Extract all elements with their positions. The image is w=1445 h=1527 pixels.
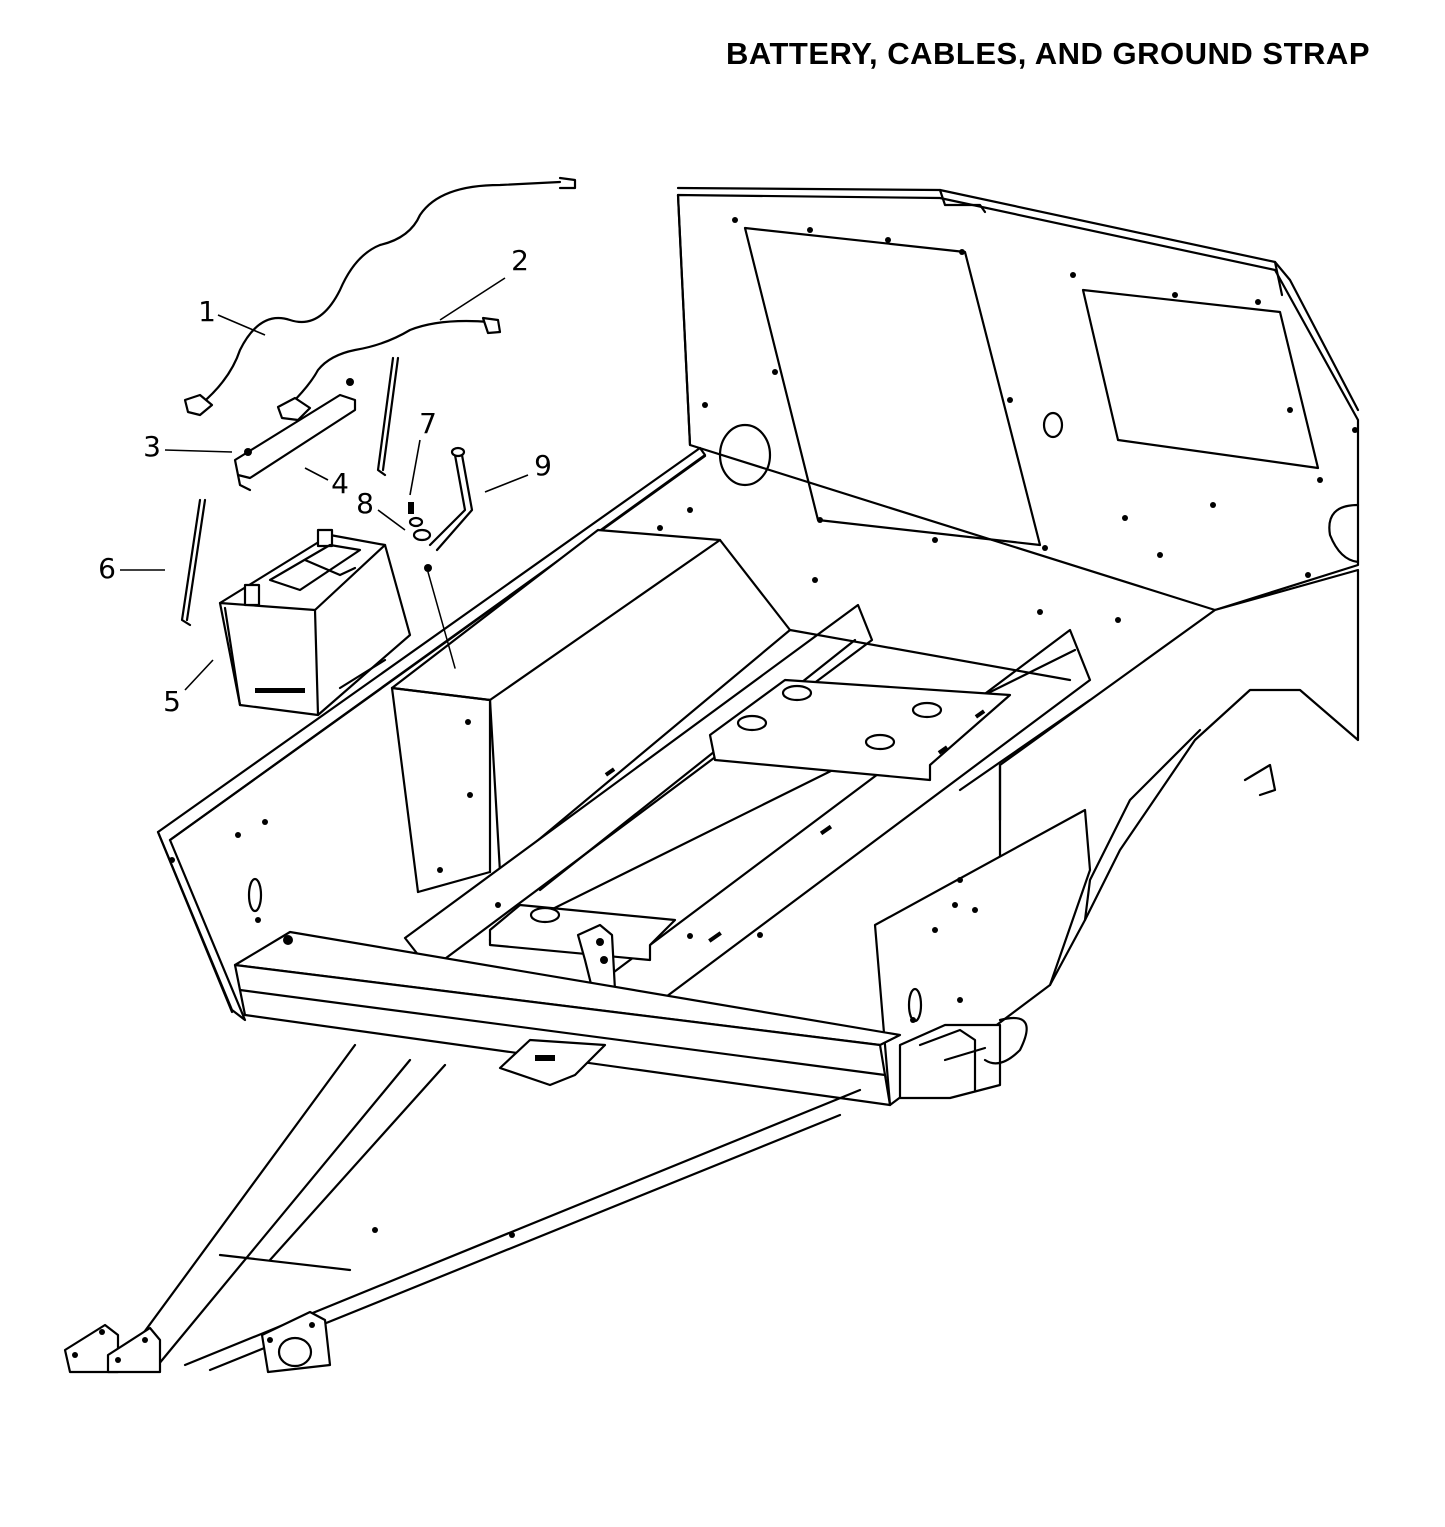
frame-rails xyxy=(403,603,1092,1037)
svg-text:2: 2 xyxy=(511,244,529,277)
battery xyxy=(218,528,412,717)
callout-7: 7 xyxy=(409,407,437,496)
tongue-frame xyxy=(63,1043,862,1374)
callout-6: 6 xyxy=(98,552,165,585)
callout-3: 3 xyxy=(143,430,233,463)
round-port-center xyxy=(1042,411,1064,439)
svg-text:8: 8 xyxy=(356,487,374,520)
ground-strap xyxy=(408,446,474,669)
round-port-left xyxy=(718,423,772,487)
cable-negative xyxy=(183,176,577,417)
svg-text:6: 6 xyxy=(98,552,116,585)
callout-5: 5 xyxy=(163,659,214,718)
callout-9: 9 xyxy=(484,449,552,493)
round-port-right xyxy=(1328,503,1360,564)
callout-2: 2 xyxy=(439,244,529,321)
svg-text:9: 9 xyxy=(534,449,552,482)
svg-text:5: 5 xyxy=(163,685,181,718)
j-bolt-left xyxy=(180,498,207,627)
rear-crossbeam xyxy=(233,930,1028,1107)
svg-text:4: 4 xyxy=(331,467,349,500)
callout-1: 1 xyxy=(198,295,266,336)
window-right xyxy=(1081,288,1320,470)
svg-text:7: 7 xyxy=(419,407,437,440)
callout-4: 4 xyxy=(304,467,349,500)
front-panel xyxy=(676,186,1360,623)
hold-down-bar xyxy=(233,378,357,492)
hitch-plate xyxy=(498,1038,607,1087)
window-left xyxy=(743,226,1042,547)
svg-text:1: 1 xyxy=(198,295,216,328)
callout-8: 8 xyxy=(356,487,406,531)
left-side-panel xyxy=(156,446,707,1022)
j-bolt-right xyxy=(376,356,400,477)
page-title: BATTERY, CABLES, AND GROUND STRAP xyxy=(726,36,1370,71)
cable-positive xyxy=(276,316,502,422)
svg-text:3: 3 xyxy=(143,430,161,463)
